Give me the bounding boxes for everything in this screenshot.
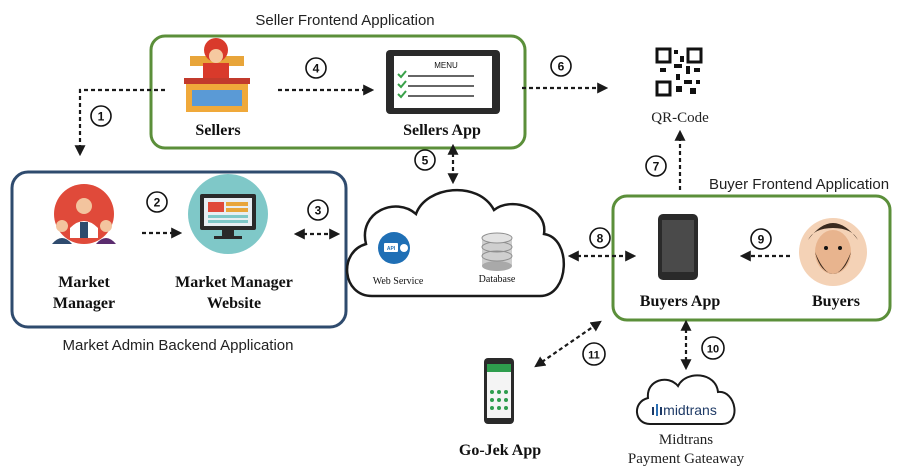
buyers-app-label: Buyers App [640, 293, 721, 310]
step-number-9: 9 [758, 233, 765, 247]
buyers-label: Buyers [812, 293, 860, 310]
step-badge-7: 7 [645, 155, 667, 177]
market-manager-label-1: Market [58, 274, 110, 291]
step-number-7: 7 [653, 160, 660, 174]
step-badge-9: 9 [750, 228, 772, 250]
step-number-6: 6 [558, 60, 565, 74]
buyer-avatar-icon [799, 218, 867, 286]
market-manager-website-label-1: Market Manager [175, 274, 293, 291]
api-badge: API [387, 246, 396, 252]
buyer-frontend-label: Buyer Frontend Application [709, 176, 889, 193]
qr-code-icon [655, 47, 703, 97]
manager-team-icon [52, 184, 116, 244]
sellers-app-label: Sellers App [403, 122, 481, 139]
step-badge-8: 8 [589, 227, 611, 249]
midtrans-logo-text: midtrans [663, 402, 717, 418]
midtrans-label-1: Midtrans [659, 432, 713, 448]
midtrans-logo-icon [652, 404, 662, 416]
step-number-4: 4 [313, 62, 320, 76]
step-number-10: 10 [707, 344, 719, 356]
smartphone-icon [658, 214, 698, 280]
step-number-2: 2 [154, 196, 161, 210]
api-gear-icon [378, 232, 410, 264]
step-number-3: 3 [315, 204, 322, 218]
step-badge-3: 3 [307, 199, 329, 221]
market-manager-label-2: Manager [53, 295, 115, 312]
qr-code-label: QR-Code [651, 110, 709, 126]
step-number-11: 11 [588, 350, 600, 362]
step-badge-11: 11 [582, 342, 606, 366]
step-badges: 1 2 3 4 5 6 7 8 9 10 11 [90, 55, 772, 366]
gojek-app-label: Go-Jek App [459, 442, 541, 459]
monitor-website-icon [188, 174, 268, 254]
step-number-5: 5 [422, 154, 429, 168]
database-label: Database [479, 274, 516, 285]
cloud-icon [345, 188, 566, 298]
sellers-label: Sellers [195, 122, 240, 139]
midtrans-label-2: Payment Gateaway [628, 451, 745, 467]
flow-arrow-1 [74, 88, 165, 157]
admin-backend-box [10, 170, 348, 329]
step-badge-10: 10 [701, 336, 725, 360]
step-number-8: 8 [597, 232, 604, 246]
step-badge-5: 5 [414, 149, 436, 171]
tablet-menu-title: MENU [434, 61, 458, 70]
market-manager-website-label-2: Website [207, 295, 261, 312]
admin-backend-label: Market Admin Backend Application [63, 337, 294, 354]
gojek-phone-icon [484, 358, 514, 424]
database-icon [481, 232, 513, 271]
web-service-label: Web Service [373, 276, 424, 287]
seller-frontend-label: Seller Frontend Application [255, 12, 434, 29]
flow-arrow-11 [534, 320, 602, 368]
step-badge-6: 6 [550, 55, 572, 77]
seller-frontend-box [149, 34, 527, 150]
tablet-menu-icon [386, 50, 500, 114]
step-badge-2: 2 [146, 191, 168, 213]
step-badge-4: 4 [305, 57, 327, 79]
step-badge-1: 1 [90, 105, 112, 127]
step-number-1: 1 [98, 110, 105, 124]
seller-stall-icon [184, 38, 250, 112]
